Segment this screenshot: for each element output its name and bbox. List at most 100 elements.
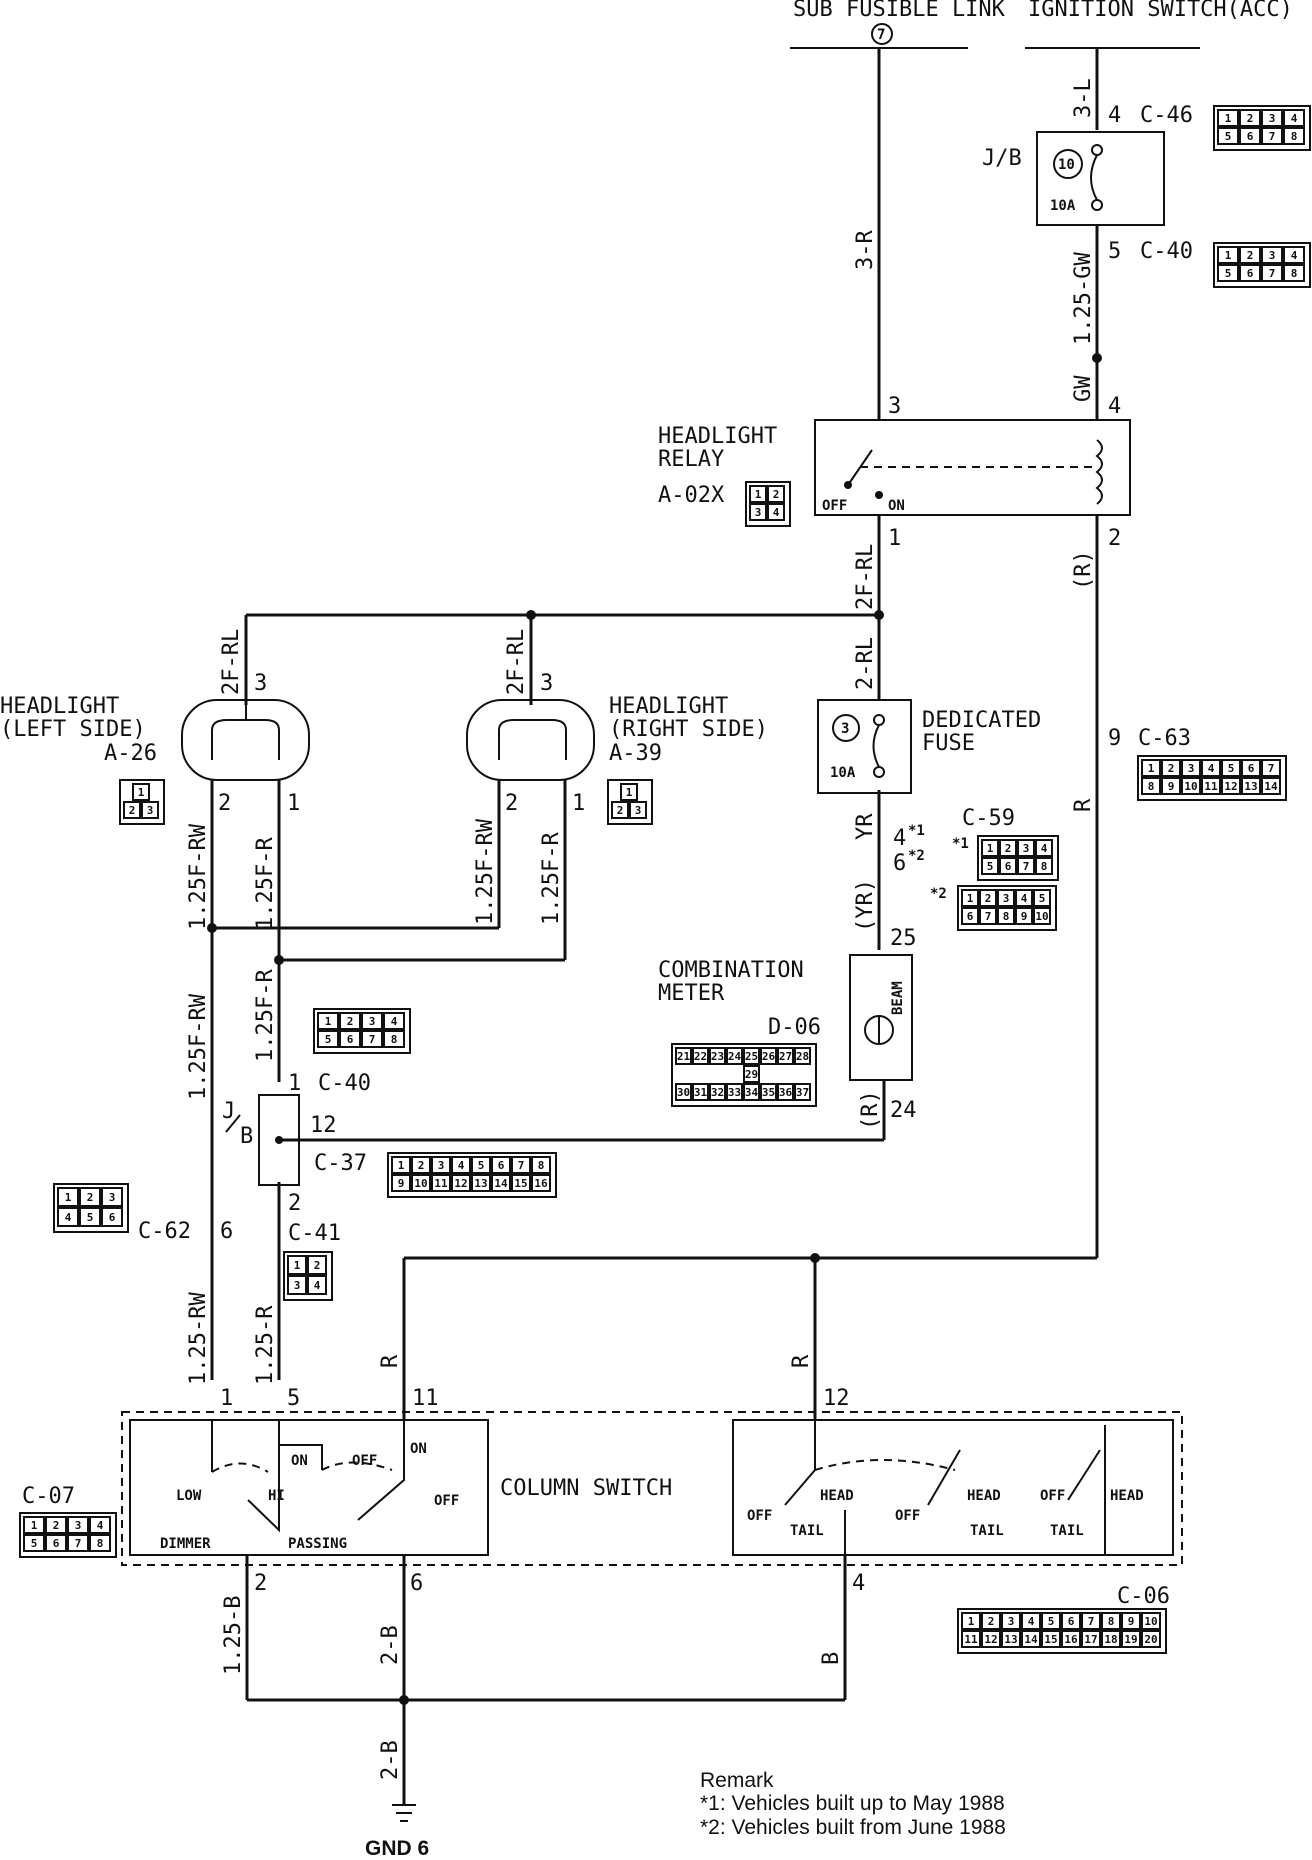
connector-cell [1181, 759, 1201, 777]
connector-cell [391, 1156, 411, 1174]
wire-yr-label: YR [853, 813, 878, 840]
connector-cell [1261, 759, 1281, 777]
source-labels: SUB FUSIBLE LINK 7 IGNITION SWITCH(ACC) [790, 0, 1293, 49]
connector-cell [45, 1516, 67, 1534]
connector-cell [981, 857, 999, 875]
connector-cell [1239, 127, 1261, 145]
connector-cell [961, 1612, 981, 1630]
connector-pin-number: 2 [1247, 112, 1254, 125]
connector-pin-number: 4 [97, 1519, 104, 1532]
connector-cell [749, 485, 767, 503]
connector-cell [491, 1174, 511, 1192]
connector-pin-number: 32 [711, 1086, 724, 1099]
hl-left-wire-2: 1.25F-RW [186, 823, 211, 930]
connector-pin-number: 5 [987, 860, 994, 873]
connector-cell [307, 1255, 327, 1275]
connector-pin-number: 7 [1269, 130, 1276, 143]
connector-cell [67, 1534, 89, 1552]
connector-cell [620, 783, 638, 801]
connector-cell [141, 801, 159, 819]
connector-cell [1101, 1612, 1121, 1630]
connector-pin-number: 5 [478, 1159, 485, 1172]
connector-pin-number: 5 [1048, 1615, 1055, 1628]
connector-pin-number: 8 [1291, 267, 1298, 280]
connector-cell [1121, 1630, 1141, 1648]
hl-right-pin3: 3 [540, 671, 553, 696]
connector-pin-number: 16 [1064, 1633, 1078, 1646]
connector-pin-number: 7 [75, 1537, 82, 1550]
connector-cell [287, 1255, 307, 1275]
connector-pin-number: 6 [109, 1211, 116, 1224]
connector-pin-number: 5 [87, 1211, 94, 1224]
connector-pin-number: 1 [968, 1615, 975, 1628]
connector-pin-number: 11 [434, 1177, 448, 1190]
connector-cell [767, 503, 785, 521]
connector-cell [511, 1174, 531, 1192]
ground-6: 2-B GND 6 [365, 1740, 429, 1860]
connector-cell [531, 1174, 551, 1192]
connector-cell [101, 1187, 123, 1207]
connector-cell [675, 1083, 692, 1101]
connector-pin-number: 6 [498, 1159, 505, 1172]
connector-cell [1201, 759, 1221, 777]
connector-pin-number: 10 [1144, 1615, 1157, 1628]
connector-cell [89, 1534, 111, 1552]
connector-cell [749, 503, 767, 521]
connector-pin-number: 31 [694, 1086, 708, 1099]
connector-pin-number: 8 [538, 1159, 545, 1172]
connector-cell [431, 1156, 451, 1174]
connector-pin-number: 8 [1108, 1615, 1115, 1628]
connector-pin-number: 1 [31, 1519, 38, 1532]
connector-pin-number: 4 [1028, 1615, 1035, 1628]
connector-pin-number: 1 [626, 786, 633, 799]
connector-cell [339, 1012, 361, 1030]
relay-id: A-02X [658, 483, 725, 508]
connector-cell [383, 1030, 405, 1048]
connector-pin-number: 5 [1225, 130, 1232, 143]
headlight-left-label-1: HEADLIGHT [0, 694, 119, 719]
c59-block: 4 *1 6 *2 C-59 *1 *2 (YR) [853, 806, 1015, 932]
connector-cell [777, 1083, 794, 1101]
connector-cell [1239, 264, 1261, 282]
connector-pin-number: 14 [494, 1177, 508, 1190]
connector-pin-number: 6 [1247, 267, 1254, 280]
connector-pin-number: 1 [325, 1015, 332, 1028]
jb-mid-pin-2: 2 [288, 1191, 301, 1216]
connector-cell [411, 1174, 431, 1192]
conn-c46-label: C-46 [1140, 103, 1193, 128]
connector-pin-number: 4 [1021, 892, 1028, 905]
c59-pin-4: 4 [893, 826, 906, 851]
c63-block: 9 C-63 R [1071, 726, 1191, 812]
connector-cell [1217, 246, 1239, 264]
connector-pin-number: 4 [391, 1015, 398, 1028]
connector-pin-number: 8 [97, 1537, 104, 1550]
connector-cell [979, 907, 997, 925]
c06-label: C-06 [1117, 1584, 1170, 1609]
remark-line2: *2: Vehicles built from June 1988 [700, 1816, 1006, 1839]
connector-pin-number: 17 [1084, 1633, 1097, 1646]
hl-right-pin1: 1 [572, 791, 585, 816]
connector-cell [1261, 246, 1283, 264]
meter-label-1: COMBINATION [658, 958, 804, 983]
dedicated-fuse-number: 3 [841, 721, 849, 737]
connector-cell [1021, 1630, 1041, 1648]
headlight-left: HEADLIGHT (LEFT SIDE) A-26 3 2 1 2F-RL 1… [0, 629, 310, 930]
connector-pin-number: 2 [129, 804, 136, 817]
connector-cell [383, 1012, 405, 1030]
connector-pin-number: 4 [773, 506, 780, 519]
connector-cell [629, 801, 647, 819]
connector-cell [1021, 1612, 1041, 1630]
connector-cell [1241, 777, 1261, 795]
connector-cell [709, 1083, 726, 1101]
connector-cell [471, 1174, 491, 1192]
meter-wire-out: (R) [858, 1090, 883, 1130]
connector-pin-number: 36 [779, 1086, 793, 1099]
col-wire-125b: 1.25-B [221, 1596, 246, 1675]
connector-cell [361, 1012, 383, 1030]
connector-pin-number: 25 [745, 1050, 758, 1063]
connector-cell [1221, 777, 1241, 795]
light-head-1: HEAD [820, 1488, 854, 1504]
remark-line1: *1: Vehicles built up to May 1988 [700, 1792, 1005, 1815]
